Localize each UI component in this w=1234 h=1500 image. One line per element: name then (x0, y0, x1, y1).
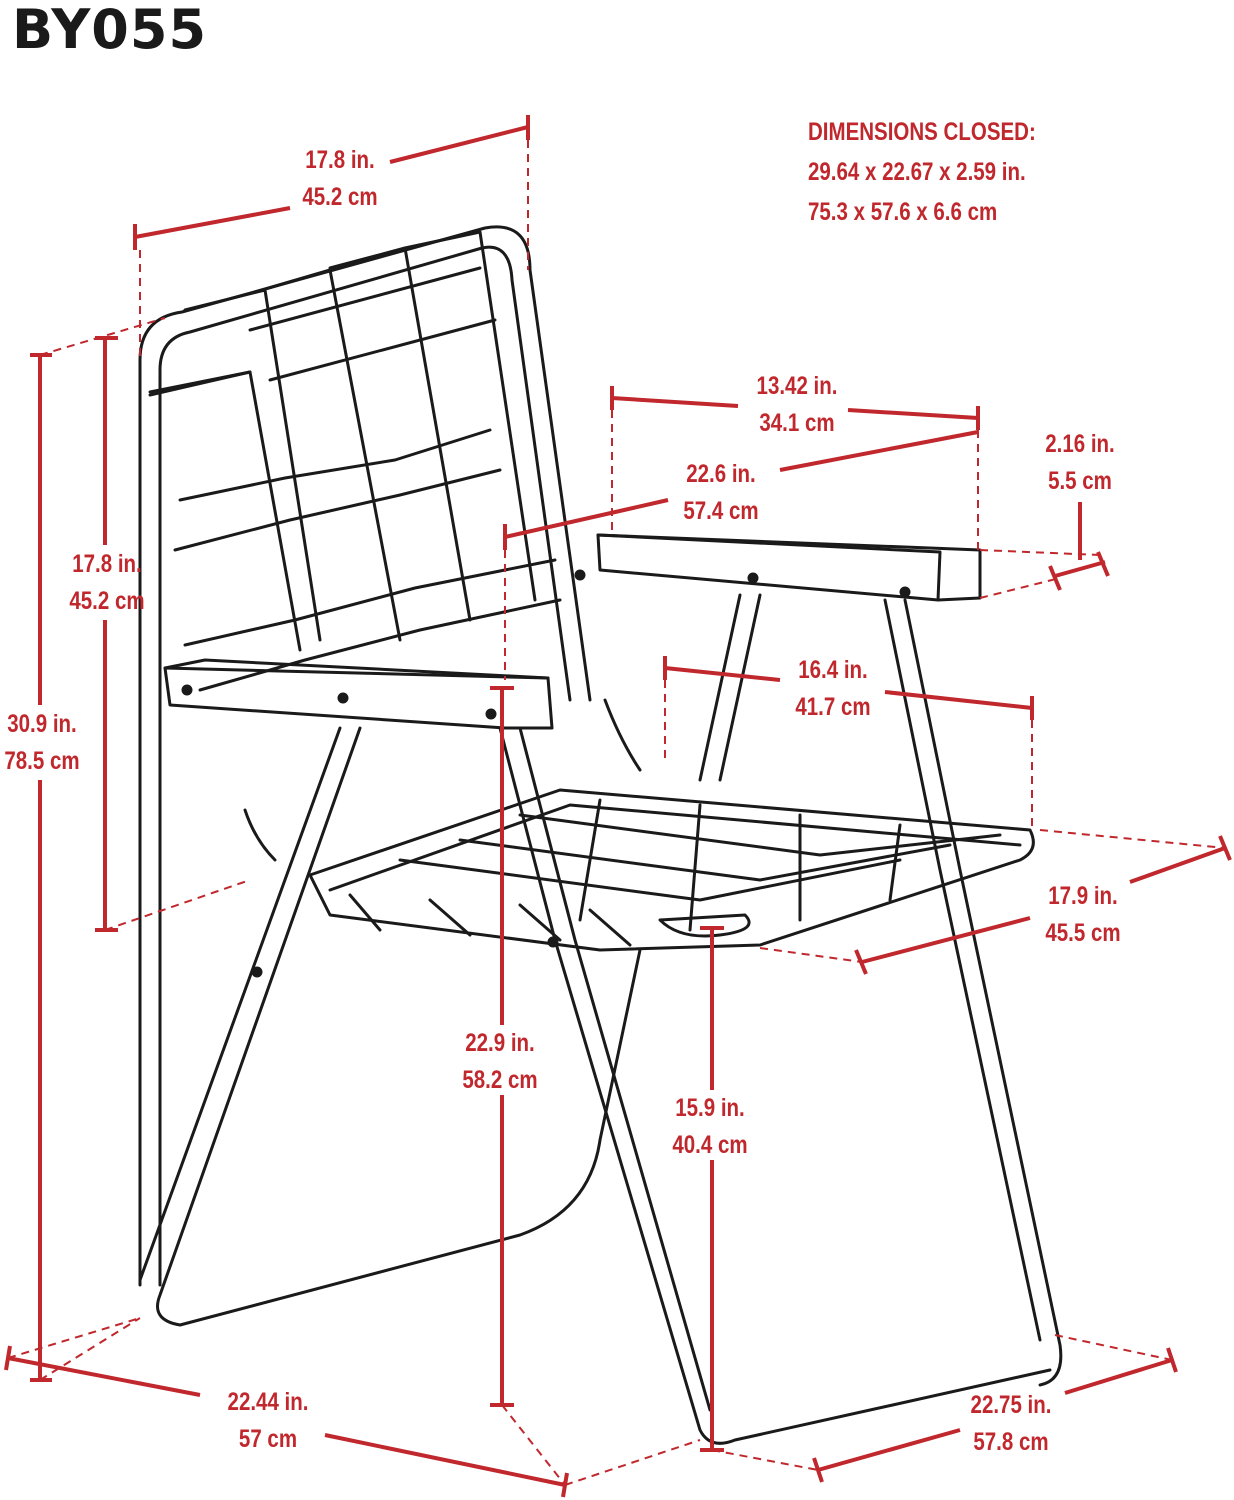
back-width-line (134, 206, 291, 239)
dimension-lines (4, 115, 1232, 1498)
arm-thickness-label: 2.16 in. 5.5 cm (1045, 430, 1115, 495)
arm-length-label: 13.42 in. 34.1 cm (756, 372, 838, 437)
seat-depth-label: 17.9 in. 45.5 cm (1045, 882, 1121, 947)
seat-height-label: 15.9 in. 40.4 cm (672, 1094, 748, 1159)
back-width-label: 17.8 in. 45.2 cm (302, 146, 378, 211)
closed-dimensions: DIMENSIONS CLOSED: 29.64 x 22.67 x 2.59 … (808, 112, 1036, 232)
model-number: BY055 (12, 0, 208, 61)
back-width-line-right (389, 125, 529, 164)
closed-dimensions-metric: 75.3 x 57.6 x 6.6 cm (808, 198, 998, 226)
chair-outline (138, 225, 1063, 1445)
base-depth-label: 22.44 in. 57 cm (227, 1388, 309, 1453)
seat-width-label: 16.4 in. 41.7 cm (795, 656, 871, 721)
arm-span-label: 22.6 in. 57.4 cm (683, 460, 759, 525)
total-height-label: 30.9 in. 78.5 cm (4, 710, 80, 775)
extension-lines (7, 140, 1226, 1486)
closed-dimensions-title: DIMENSIONS CLOSED: (808, 118, 1036, 146)
back-height-label: 17.8 in. 45.2 cm (69, 550, 145, 615)
closed-dimensions-imperial: 29.64 x 22.67 x 2.59 in. (808, 158, 1026, 186)
arm-height-label: 22.9 in. 58.2 cm (462, 1029, 538, 1094)
base-width-label: 22.75 in. 57.8 cm (970, 1391, 1052, 1456)
